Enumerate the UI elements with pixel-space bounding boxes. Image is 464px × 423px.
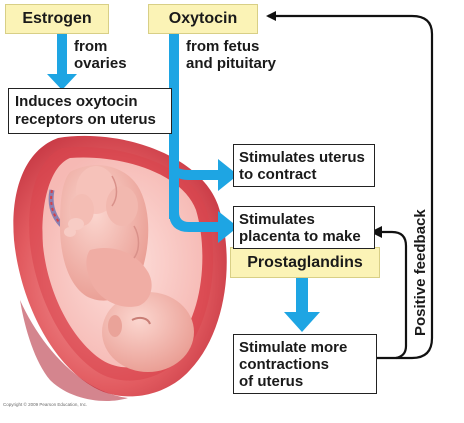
positive-feedback-label: Positive feedback: [412, 209, 429, 336]
prostaglandins-label: Prostaglandins: [247, 254, 363, 271]
estrogen-box: Estrogen: [5, 4, 109, 34]
estrogen-down-arrow: [47, 34, 77, 90]
stimulates-uterus-box: Stimulates uterus to contract: [233, 144, 375, 187]
copyright-note: Copyright © 2009 Pearson Education, Inc.: [3, 402, 88, 407]
stimulates-placenta-box: Stimulates placenta to make: [233, 206, 375, 249]
oxytocin-label: Oxytocin: [168, 10, 238, 27]
prostaglandins-down-arrow: [284, 278, 320, 332]
oxytocin-trunk-arrow: [169, 34, 238, 243]
prostaglandins-box: Prostaglandins: [230, 247, 380, 278]
oxytocin-box: Oxytocin: [148, 4, 258, 34]
stimulate-more-contractions-box: Stimulate more contractions of uterus: [233, 334, 377, 394]
oxytocin-source-note: from fetus and pituitary: [186, 38, 277, 72]
fetus-illustration: [60, 165, 194, 372]
induces-receptors-box: Induces oxytocin receptors on uterus: [8, 88, 172, 134]
estrogen-source-note: from ovaries: [74, 38, 127, 72]
estrogen-label: Estrogen: [22, 10, 92, 27]
positive-feedback-loop: [266, 11, 434, 360]
